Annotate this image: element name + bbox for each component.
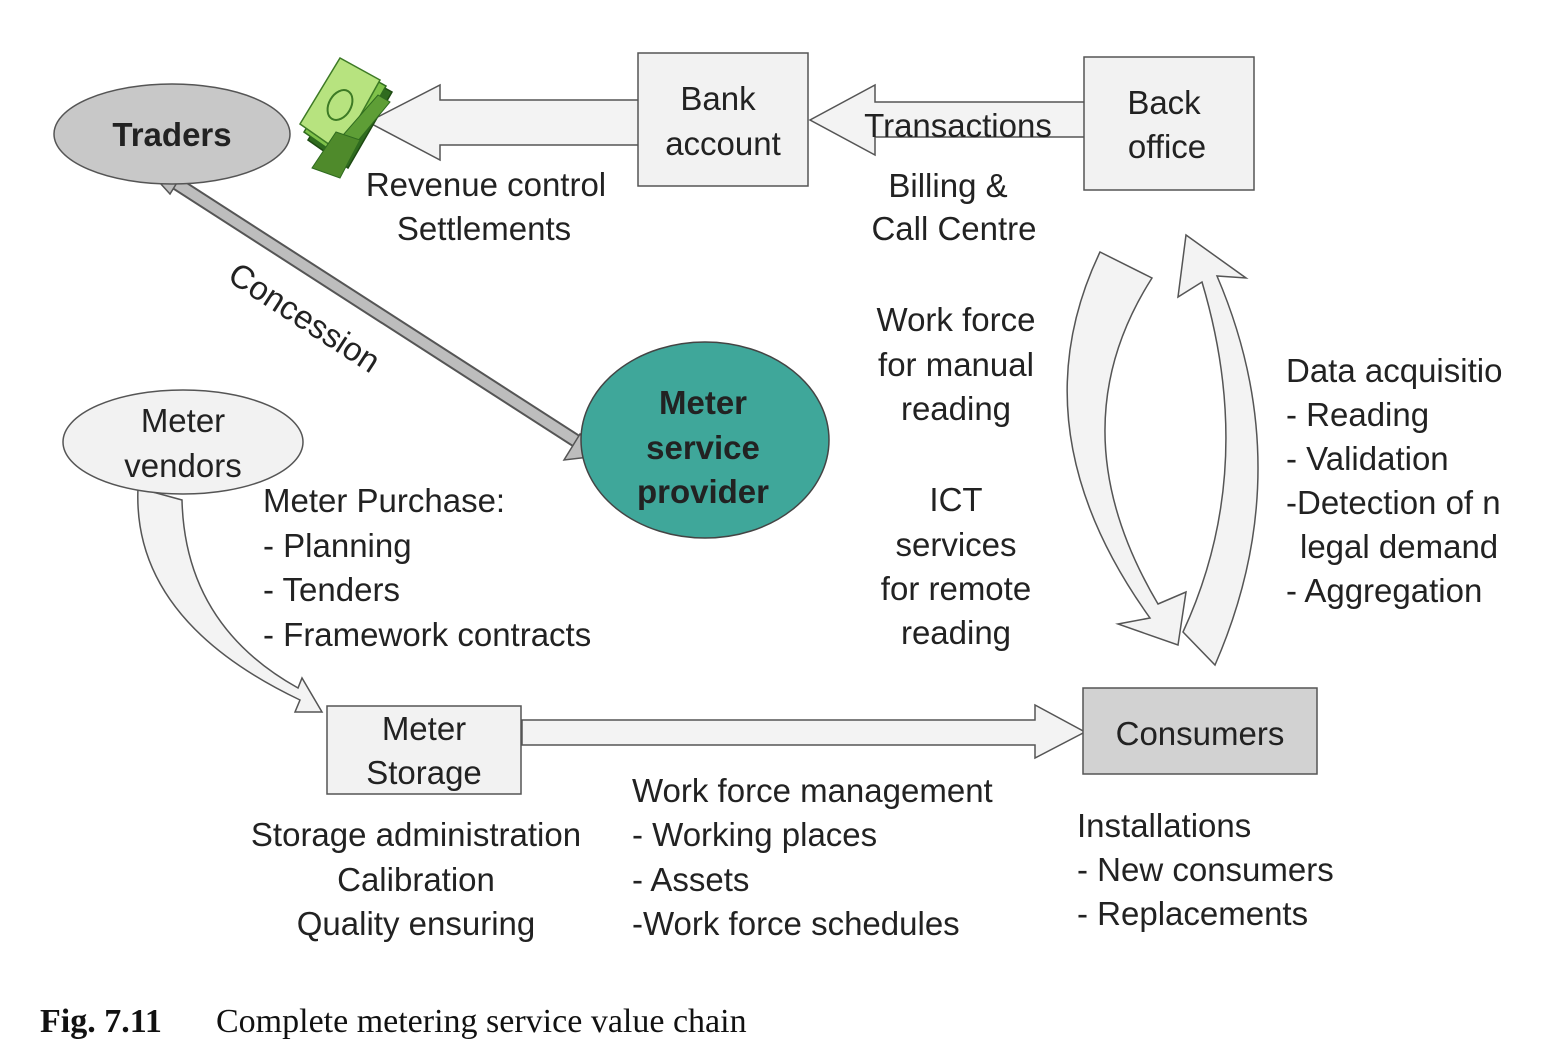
meter-vendors-label-line1: Meter [141,402,225,439]
work-force-line1: Work force management [632,772,993,809]
installations-line1: Installations [1077,807,1251,844]
meter-purchase-line3: - Tenders [263,571,400,608]
remote-reading-line4: reading [901,614,1011,651]
node-meter-service-provider: Meter service provider [580,341,830,539]
remote-reading-line1: ICT [929,481,982,518]
work-force-line3: - Assets [632,861,749,898]
manual-reading-label: Work force for manual reading [877,301,1036,427]
node-meter-storage: Meter Storage [326,705,522,795]
storage-admin-line2: Calibration [337,861,495,898]
work-force-management-label: Work force management - Working places -… [632,772,993,942]
transactions-label: Transactions [864,107,1052,144]
back-office-label-line1: Back [1127,84,1201,121]
banknote-stack-icon [298,56,394,179]
billing-label: Billing & Call Centre [871,167,1036,247]
arrow-backoffice-to-bank [808,83,1086,157]
provider-label-line1: Meter [659,384,747,421]
consumers-label: Consumers [1116,715,1285,752]
caption-text: Complete metering service value chain [216,1003,747,1040]
node-traders: Traders [53,83,291,185]
installations-line3: - Replacements [1077,895,1308,932]
arrow-bank-to-traders [366,83,641,162]
billing-line2: Call Centre [871,210,1036,247]
figure-caption: Fig. 7.11 Complete metering service valu… [40,1003,747,1040]
revenue-label: Revenue control Settlements [366,166,606,247]
manual-reading-line2: for manual [878,346,1034,383]
data-acquisition-line5: legal demand [1300,528,1498,565]
arrow-vendors-to-storage [137,487,324,713]
bank-account-label-line2: account [665,125,781,162]
revenue-line1: Revenue control [366,166,606,203]
storage-admin-label: Storage administration Calibration Quali… [251,816,581,942]
arrow-reading-down [1066,250,1187,647]
node-meter-vendors: Meter vendors [62,389,304,495]
manual-reading-line1: Work force [877,301,1036,338]
installations-line2: - New consumers [1077,851,1334,888]
node-bank-account: Bank account [637,52,809,187]
remote-reading-line2: services [895,526,1016,563]
meter-purchase-line4: - Framework contracts [263,616,591,653]
meter-purchase-line2: - Planning [263,527,412,564]
work-force-line4: -Work force schedules [632,905,960,942]
provider-label-line2: service [646,429,760,466]
storage-admin-line1: Storage administration [251,816,581,853]
data-acquisition-line2: - Reading [1286,396,1429,433]
data-acquisition-line1: Data acquisitio [1286,352,1502,389]
arrow-data-up [1177,233,1259,667]
bank-account-label-line1: Bank [680,80,756,117]
billing-line1: Billing & [888,167,1007,204]
back-office-label-line2: office [1128,128,1206,165]
remote-reading-label: ICT services for remote reading [881,481,1031,651]
arrow-storage-to-consumers [521,703,1087,760]
data-acquisition-line3: - Validation [1286,440,1449,477]
meter-purchase-line1: Meter Purchase: [263,482,505,519]
remote-reading-line3: for remote [881,570,1031,607]
data-acquisition-label: Data acquisitio - Reading - Validation -… [1286,352,1502,609]
meter-storage-label-line2: Storage [366,754,482,791]
node-consumers: Consumers [1082,687,1318,775]
data-acquisition-line6: - Aggregation [1286,572,1482,609]
revenue-line2: Settlements [397,210,571,247]
traders-label: Traders [112,116,231,153]
node-back-office: Back office [1083,56,1255,191]
meter-storage-label-line1: Meter [382,710,466,747]
manual-reading-line3: reading [901,390,1011,427]
meter-vendors-label-line2: vendors [124,447,241,484]
meter-purchase-label: Meter Purchase: - Planning - Tenders - F… [263,482,591,653]
data-acquisition-line4: -Detection of n [1286,484,1501,521]
work-force-line2: - Working places [632,816,877,853]
caption-label: Fig. 7.11 [40,1003,162,1040]
storage-admin-line3: Quality ensuring [297,905,535,942]
installations-label: Installations - New consumers - Replacem… [1077,807,1334,932]
provider-label-line3: provider [637,473,769,510]
